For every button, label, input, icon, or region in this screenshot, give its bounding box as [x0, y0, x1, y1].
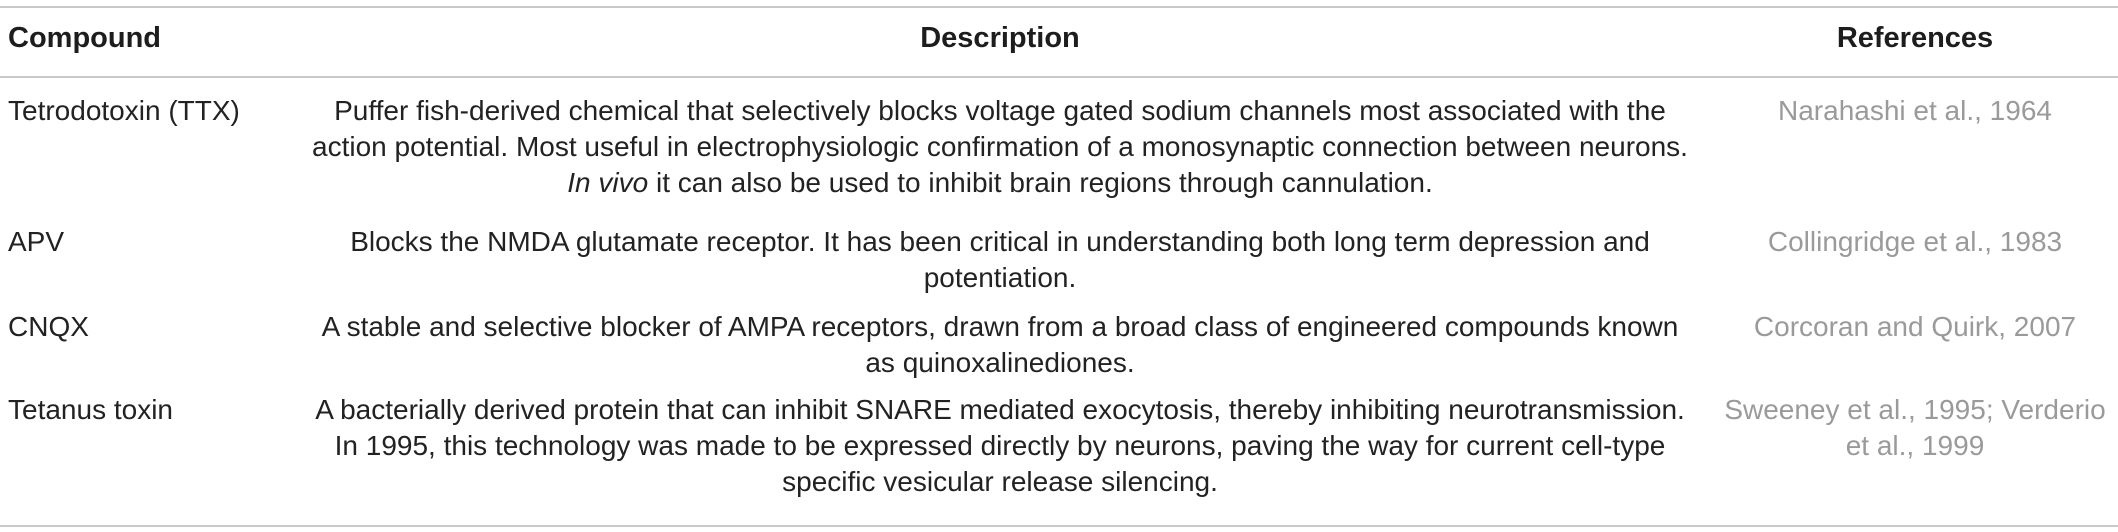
table-header-rule — [0, 76, 2118, 78]
description-cell: Puffer fish-derived chemical that select… — [310, 93, 1690, 201]
reference-link[interactable]: Narahashi et al., 1964 — [1778, 95, 2052, 126]
compound-cell: APV — [8, 226, 65, 257]
reference-link[interactable]: Collingridge et al., 1983 — [1767, 226, 2063, 257]
references-cell: Narahashi et al., 1964 — [1715, 93, 2115, 129]
table-bottom-rule — [0, 525, 2118, 527]
table-header-row: Compound Description References — [0, 18, 2118, 64]
header-references: References — [1836, 22, 1994, 54]
description-text: Puffer fish-derived chemical that select… — [312, 95, 1688, 162]
description-cell: A bacterially derived protein that can i… — [315, 394, 1685, 497]
description-italic-text: In vivo — [567, 167, 649, 198]
reference-link[interactable]: Corcoran and Quirk, 2007 — [1753, 311, 2077, 342]
description-text: it can also be used to inhibit brain reg… — [648, 167, 1433, 198]
header-description: Description — [920, 22, 1080, 54]
compound-cell: Tetanus toxin — [8, 394, 173, 425]
description-cell: Blocks the NMDA glutamate receptor. It h… — [350, 226, 1650, 293]
compound-cell: Tetrodotoxin (TTX) — [8, 95, 240, 126]
compound-cell: CNQX — [8, 311, 89, 342]
reference-link[interactable]: Sweeney et al., 1995; — [1724, 394, 1994, 425]
table-top-rule — [0, 6, 2118, 8]
description-cell: A stable and selective blocker of AMPA r… — [321, 311, 1679, 378]
references-cell: Sweeney et al., 1995; Verderio et al., 1… — [1715, 392, 2115, 464]
reference-link[interactable]: Verderio et al., 1999 — [1845, 394, 2106, 461]
references-cell: Collingridge et al., 1983 — [1715, 224, 2115, 260]
references-cell: Corcoran and Quirk, 2007 — [1715, 309, 2115, 345]
header-compound: Compound — [8, 22, 162, 54]
